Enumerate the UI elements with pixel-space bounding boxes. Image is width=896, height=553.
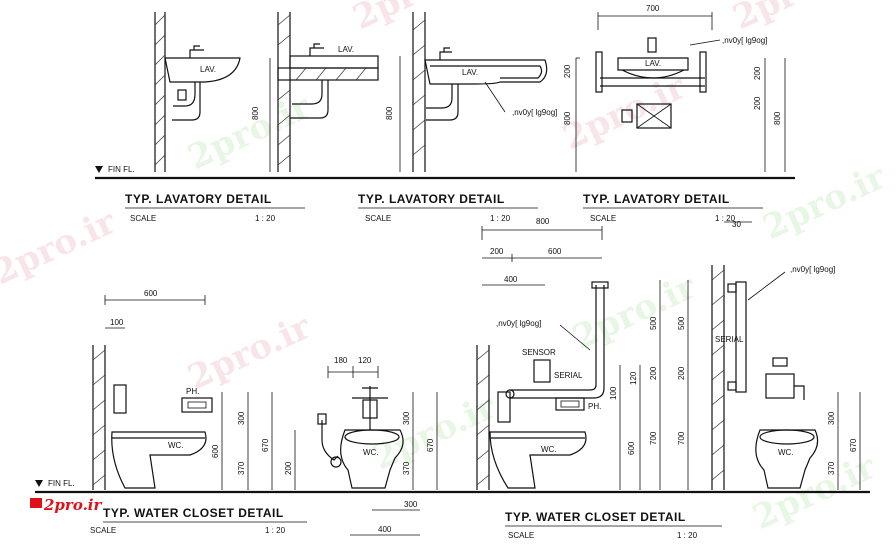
dim-670: 670: [261, 438, 270, 452]
dim-300-b: 300: [402, 411, 411, 425]
dim-300-c: 300: [827, 411, 836, 425]
dim-600-v: 600: [211, 444, 220, 458]
lavatory-detail-2: LAV. 800: [277, 12, 401, 172]
serial-label-1: SERIAL: [554, 371, 583, 380]
water-closet-front-1: 180 120 WC. 300 370 670 300 400: [317, 356, 438, 536]
sensor-label: SENSOR: [522, 348, 556, 357]
fin-fl-label-2: FIN FL.: [48, 479, 75, 488]
watermark-text: 2pro.ir: [727, 0, 863, 38]
dim-800-4: 800: [773, 111, 782, 125]
dim-200-h: 200: [490, 247, 504, 256]
dim-180: 180: [334, 356, 348, 365]
dim-200-v: 200: [649, 366, 658, 380]
dim-670-c: 670: [849, 438, 858, 452]
lav-label-4: LAV.: [645, 59, 661, 68]
dim-400-h2: 400: [504, 275, 518, 284]
ph-label-1: PH.: [186, 387, 199, 396]
scale-label-2: SCALE: [365, 214, 391, 223]
dim-200-b: 200: [753, 66, 762, 80]
wc-label-3: WC.: [541, 445, 557, 454]
scale-label-4: SCALE: [90, 526, 116, 535]
title-wc-2: TYP. WATER CLOSET DETAIL: [505, 510, 686, 524]
watermark-text: 2pro.ir: [557, 66, 693, 158]
dim-700: 700: [646, 4, 660, 13]
watermark-text: 2pro.ir: [757, 156, 893, 248]
dim-600: 600: [144, 289, 158, 298]
dim-300: 300: [237, 411, 246, 425]
dim-100-v: 100: [609, 386, 618, 400]
lav-label-2: LAV.: [338, 45, 354, 54]
grab-bar-label-2: ,nv0y[ lg9og]: [722, 36, 767, 45]
dim-800: 800: [251, 106, 260, 120]
dim-700-v2: 700: [677, 431, 686, 445]
fin-fl-marker: [95, 166, 103, 173]
dim-300-h: 300: [404, 500, 418, 509]
dim-800-3: 800: [563, 111, 572, 125]
dim-600-h: 600: [548, 247, 562, 256]
lav-label-3: LAV.: [462, 68, 478, 77]
watermark-text: 2pro.ir: [182, 306, 318, 398]
watermark-text: 2pro.ir: [0, 201, 123, 293]
wc-label-2: WC.: [363, 448, 379, 457]
fin-fl-label: FIN FL.: [108, 165, 135, 174]
dim-800-2: 800: [385, 106, 394, 120]
scale-label-3: SCALE: [590, 214, 616, 223]
ph-label-2: PH.: [588, 402, 601, 411]
dim-120: 120: [358, 356, 372, 365]
watermark-text: 2pro.ir: [347, 0, 483, 38]
wc-label-4: WC.: [778, 448, 794, 457]
dim-400-h: 400: [378, 525, 392, 534]
dim-120-v: 120: [629, 371, 638, 385]
dim-30: 30: [732, 220, 741, 229]
dim-670-b: 670: [426, 438, 435, 452]
lav-label: LAV.: [200, 65, 216, 74]
scale-value-3: 1 : 20: [715, 214, 736, 223]
scale-value-2: 1 : 20: [490, 214, 511, 223]
lavatory-detail-3: LAV. ,nv0y[ lg9og] 200 800: [412, 12, 580, 172]
dim-370-b: 370: [402, 461, 411, 475]
water-closet-detail-2: 800 200 600 400 ,nv0y[ lg9og] SENSOR SER…: [476, 217, 689, 490]
water-closet-detail-1: 600 100 WC. PH. 600 300 370 670 200: [92, 289, 296, 490]
logo-text: 2pro.ir: [43, 496, 102, 514]
title-lavatory-1: TYP. LAVATORY DETAIL: [125, 192, 272, 206]
water-closet-front-2: 30 SERIAL ,nv0y[ lg9og] WC. 300 370 670: [711, 220, 861, 490]
scale-label-5: SCALE: [508, 531, 534, 540]
dim-370-c: 370: [827, 461, 836, 475]
dim-200: 200: [563, 64, 572, 78]
scale-value-5: 1 : 20: [677, 531, 698, 540]
dim-700-v: 700: [649, 431, 658, 445]
watermark-text: 2pro.ir: [367, 386, 503, 478]
scale-label: SCALE: [130, 214, 156, 223]
title-lavatory-2: TYP. LAVATORY DETAIL: [358, 192, 505, 206]
dim-200-v2: 200: [677, 366, 686, 380]
lavatory-front-elevation: 700 LAV. ,nv0y[ lg9og] 200 200 800: [595, 4, 786, 172]
title-lavatory-3: TYP. LAVATORY DETAIL: [583, 192, 730, 206]
grab-bar-label-1: ,nv0y[ lg9og]: [512, 108, 557, 117]
dim-800-wc: 800: [536, 217, 550, 226]
title-wc-1: TYP. WATER CLOSET DETAIL: [103, 506, 284, 520]
wc-label-1: WC.: [168, 441, 184, 450]
watermark-text: 2pro.ir: [567, 266, 703, 358]
scale-value: 1 : 20: [255, 214, 276, 223]
serial-label-2: SERIAL: [715, 335, 744, 344]
watermark-text: 2pro.ir: [182, 86, 318, 178]
grab-bar-label-3: ,nv0y[ lg9og]: [496, 319, 541, 328]
dim-500: 500: [649, 316, 658, 330]
grab-bar-label-4: ,nv0y[ lg9og]: [790, 265, 835, 274]
dim-100: 100: [110, 318, 124, 327]
dim-200-c: 200: [753, 96, 762, 110]
dim-600-v2: 600: [627, 441, 636, 455]
dim-370: 370: [237, 461, 246, 475]
lavatory-detail-1: LAV. 800: [154, 12, 271, 172]
fin-fl-marker-2: [35, 480, 43, 487]
dim-500-b: 500: [677, 316, 686, 330]
scale-value-4: 1 : 20: [265, 526, 286, 535]
dim-200-wc: 200: [284, 461, 293, 475]
site-logo: 2pro.ir: [30, 496, 102, 514]
